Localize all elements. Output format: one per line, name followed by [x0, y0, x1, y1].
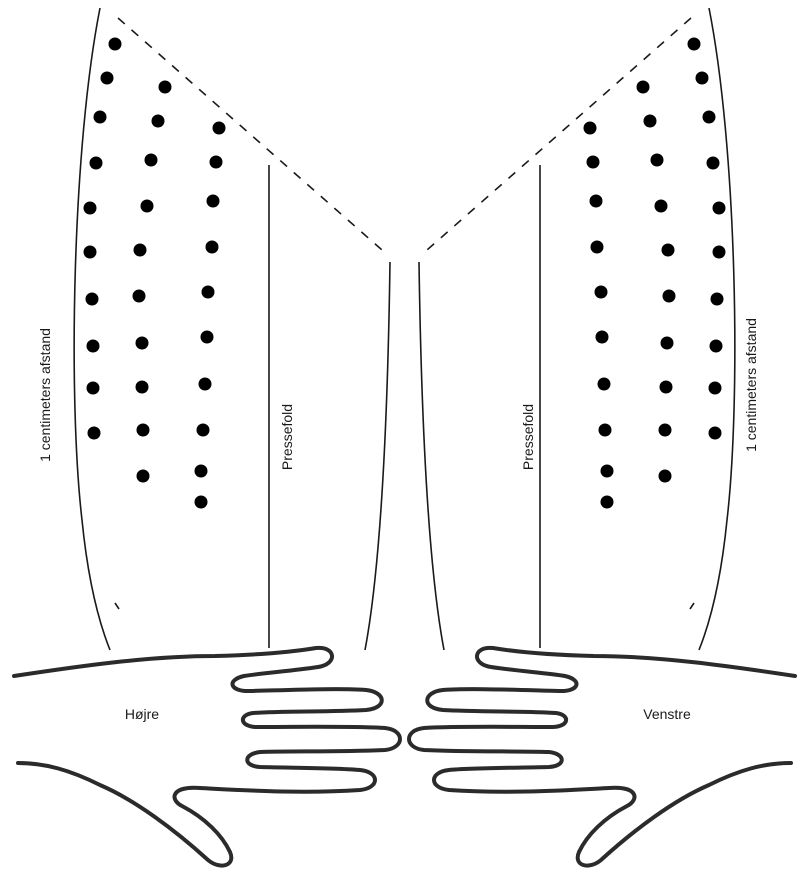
- right-thigh-inner-edge: [419, 262, 444, 650]
- injection-dot: [213, 122, 226, 135]
- right-injection-dots: [584, 38, 726, 509]
- injection-dot: [88, 427, 101, 440]
- left-thigh: [74, 8, 390, 650]
- injection-dot: [713, 246, 726, 259]
- injection-dot: [84, 202, 97, 215]
- left-press-fold-label: Pressefold: [279, 404, 295, 470]
- injection-dot: [207, 195, 220, 208]
- injection-dot: [587, 156, 600, 169]
- injection-dot: [145, 154, 158, 167]
- injection-dot: [210, 156, 223, 169]
- left-hand-label: Højre: [125, 706, 159, 722]
- injection-dot: [94, 111, 107, 124]
- injection-dot: [663, 290, 676, 303]
- injection-dot: [87, 382, 100, 395]
- injection-dot: [591, 241, 604, 254]
- injection-dot: [195, 496, 208, 509]
- injection-dot: [598, 378, 611, 391]
- injection-dot: [584, 122, 597, 135]
- right-thigh: [419, 8, 735, 650]
- injection-dot: [202, 286, 215, 299]
- injection-dot: [596, 331, 609, 344]
- injection-dot: [134, 244, 147, 257]
- injection-dot: [152, 115, 165, 128]
- injection-dot: [137, 424, 150, 437]
- injection-dot: [159, 81, 172, 94]
- injection-dot: [662, 244, 675, 257]
- left-thigh-dashed-boundary: [118, 18, 382, 250]
- injection-dot: [201, 331, 214, 344]
- injection-dot: [713, 202, 726, 215]
- injection-dot: [659, 424, 672, 437]
- injection-dot: [659, 470, 672, 483]
- injection-dot: [195, 465, 208, 478]
- injection-dot: [590, 195, 603, 208]
- injection-dot: [661, 337, 674, 350]
- injection-dot: [90, 157, 103, 170]
- injection-dot: [133, 290, 146, 303]
- injection-dot: [109, 38, 122, 51]
- left-injection-dots: [84, 38, 226, 509]
- injection-dot: [601, 496, 614, 509]
- injection-dot: [688, 38, 701, 51]
- injection-dot: [660, 381, 673, 394]
- right-press-fold-label: Pressefold: [520, 404, 536, 470]
- injection-dot: [87, 340, 100, 353]
- injection-dot: [136, 381, 149, 394]
- injection-dot: [136, 337, 149, 350]
- injection-dot: [199, 378, 212, 391]
- injection-dot: [601, 465, 614, 478]
- injection-dot: [707, 157, 720, 170]
- injection-dot: [709, 427, 722, 440]
- injection-dot: [651, 154, 664, 167]
- injection-dot: [86, 293, 99, 306]
- injection-dot: [710, 340, 723, 353]
- injection-dot: [637, 81, 650, 94]
- injection-dot: [644, 115, 657, 128]
- injection-dot: [137, 470, 150, 483]
- injection-dot: [709, 382, 722, 395]
- left-spacing-label: 1 centimeters afstand: [37, 328, 53, 462]
- injection-dot: [197, 424, 210, 437]
- right-hand-label: Venstre: [643, 706, 691, 722]
- injection-dot: [655, 200, 668, 213]
- left-thigh-outer-edge: [74, 8, 110, 650]
- right-thigh-outer-edge: [699, 8, 735, 650]
- injection-dot: [703, 111, 716, 124]
- injection-dot: [101, 72, 114, 85]
- left-hand-outline: [14, 648, 400, 866]
- injection-dot: [595, 286, 608, 299]
- left-thigh-corner-tick: [115, 603, 119, 609]
- injection-dot: [696, 72, 709, 85]
- injection-dot: [599, 424, 612, 437]
- injection-dot: [206, 241, 219, 254]
- right-hand-outline: [409, 648, 795, 866]
- injection-dot: [141, 200, 154, 213]
- left-thigh-inner-edge: [365, 262, 390, 650]
- right-spacing-label: 1 centimeters afstand: [743, 318, 759, 452]
- injection-dot: [84, 246, 97, 259]
- right-thigh-corner-tick: [690, 603, 694, 609]
- right-thigh-dashed-boundary: [427, 18, 691, 250]
- injection-dot: [711, 293, 724, 306]
